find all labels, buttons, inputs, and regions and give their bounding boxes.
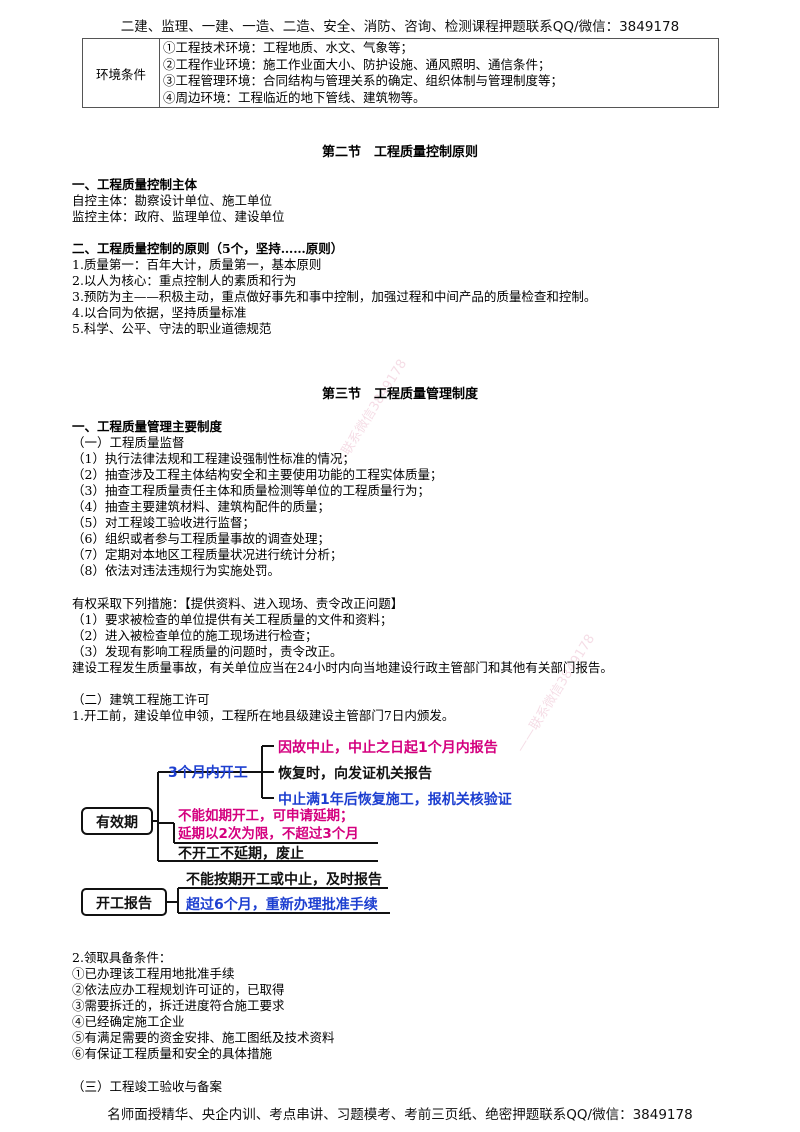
measure-item: （3）发现有影响工程质量的问题时，责令改正。 xyxy=(72,644,343,659)
cannot-start-report: 不能按期开工或中止，及时报告 xyxy=(186,871,382,888)
section-3-title: 第三节 工程质量管理制度 xyxy=(321,387,478,402)
supervision-item: （5）对工程竣工验收进行监督； xyxy=(72,515,255,530)
environment-item: ④周边环境：工程临近的地下管线、建筑物等。 xyxy=(163,89,426,105)
principle-item: 5.科学、公平、守法的职业道德规范 xyxy=(72,321,272,336)
suspend-1-year: 中止满1年后恢复施工，报机关核验证 xyxy=(278,791,512,808)
permit-rule: 1.开工前，建设单位申领，工程所在地县级建设主管部门7日内颁发。 xyxy=(72,708,455,723)
delay-rule-1: 不能如期开工，可申请延期； xyxy=(178,807,354,824)
no-delay-void: 不开工不延期，废止 xyxy=(178,845,304,862)
supervision-item: （3）抽查工程质量责任主体和质量检测等单位的工程质量行为； xyxy=(72,483,430,498)
condition-item: ②依法应办工程规划许可证的，已取得 xyxy=(72,982,285,997)
start-report-label: 开工报告 xyxy=(96,895,152,912)
text-line: 监控主体：政府、监理单位、建设单位 xyxy=(72,209,285,224)
environment-label: 环境条件 xyxy=(82,38,160,108)
text-line: 自控主体：勘察设计单位、施工单位 xyxy=(72,193,273,208)
measure-item: （2）进入被检查单位的施工现场进行检查； xyxy=(72,628,318,643)
principle-item: 1.质量第一：百年大计，质量第一，基本原则 xyxy=(72,257,322,272)
supervision-item: （2）抽查涉及工程主体结构安全和主要使用功能的工程实体质量； xyxy=(72,467,443,482)
supervision-item: （4）抽查主要建筑材料、建筑构配件的质量； xyxy=(72,499,330,514)
principle-item: 4.以合同为依据，坚持质量标准 xyxy=(72,305,247,320)
supervision-item: （6）组织或者参与工程质量事故的调查处理； xyxy=(72,531,330,546)
heading: 一、工程质量管理主要制度 xyxy=(72,419,223,434)
page-header: 二建、监理、一建、一造、二造、安全、消防、咨询、检测课程押题联系QQ/微信：38… xyxy=(120,19,680,35)
measures-intro: 有权采取下列措施：【提供资料、进入现场、责令改正问题】 xyxy=(72,596,404,611)
conditions-title: 2.领取具备条件： xyxy=(72,950,172,965)
resume-report: 恢复时，向发证机关报告 xyxy=(278,765,432,782)
environment-item: ③工程管理环境：合同结构与管理关系的确定、组织体制与管理制度等； xyxy=(163,73,564,88)
environment-item: ①工程技术环境：工程地质、水文、气象等； xyxy=(163,40,414,55)
measure-item: （1）要求被检查的单位提供有关工程质量的文件和资料； xyxy=(72,612,393,627)
supervision-item: （1）执行法律法规和工程建设强制性标准的情况； xyxy=(72,451,355,466)
condition-item: ⑤有满足需要的资金安排、施工图纸及技术资料 xyxy=(72,1030,335,1045)
delay-rule-2: 延期以2次为限，不超过3个月 xyxy=(177,825,359,842)
condition-item: ④已经确定施工企业 xyxy=(72,1014,185,1029)
subheading: （三）工程竣工验收与备案 xyxy=(72,1079,223,1094)
environment-table: 环境条件 ①工程技术环境：工程地质、水文、气象等； ②工程作业环境：施工作业面大… xyxy=(82,38,719,108)
supervision-item: （7）定期对本地区工程质量状况进行统计分析； xyxy=(72,547,343,562)
environment-items: ①工程技术环境：工程地质、水文、气象等； ②工程作业环境：施工作业面大小、防护设… xyxy=(159,38,719,108)
heading: 一、工程质量控制主体 xyxy=(72,177,198,192)
heading: 二、工程质量控制的原则（5个，坚持……原则） xyxy=(72,241,344,256)
condition-item: ①已办理该工程用地批准手续 xyxy=(72,966,235,981)
supervision-item: （8）依法对违法违规行为实施处罚。 xyxy=(72,563,280,578)
permit-validity-diagram: 有效期 3个月内开工 因故中止，中止之日起1个月内报告 恢复时，向发证机关报告 … xyxy=(81,739,512,916)
over-6-months: 超过6个月，重新办理批准手续 xyxy=(185,896,378,913)
suspend-report: 因故中止，中止之日起1个月内报告 xyxy=(278,739,498,756)
principle-item: 3.预防为主——积极主动，重点做好事先和事中控制，加强过程和中间产品的质量检查和… xyxy=(72,289,597,304)
condition-item: ③需要拆迁的，拆迁进度符合施工要求 xyxy=(72,998,285,1013)
subheading: （二）建筑工程施工许可 xyxy=(72,692,210,707)
section-2-title: 第二节 工程质量控制原则 xyxy=(321,145,478,160)
principle-item: 2.以人为核心：重点控制人的素质和行为 xyxy=(72,273,297,288)
validity-label: 有效期 xyxy=(96,814,138,831)
start-within-3-months: 3个月内开工 xyxy=(168,764,248,781)
condition-item: ⑥有保证工程质量和安全的具体措施 xyxy=(72,1046,273,1061)
accident-report: 建设工程发生质量事故，有关单位应当在24小时内向当地建设行政主管部门和其他有关部… xyxy=(72,660,613,675)
page-footer: 名师面授精华、央企内训、考点串讲、习题模考、考前三页纸、绝密押题联系QQ/微信：… xyxy=(107,1107,693,1123)
subheading: （一）工程质量监督 xyxy=(72,435,185,450)
environment-item: ②工程作业环境：施工作业面大小、防护设施、通风照明、通信条件； xyxy=(163,56,551,72)
